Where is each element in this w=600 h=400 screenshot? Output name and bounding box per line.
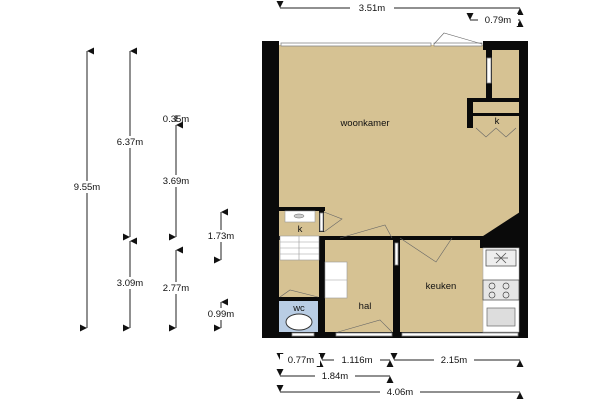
windows [280, 42, 519, 337]
extractor-fan-icon [485, 249, 517, 267]
dim-top-right: 0.79m [485, 15, 511, 26]
dim-bottom-2: 1.116m [342, 355, 373, 366]
walls [262, 41, 528, 338]
dim-stair: 1.73m [208, 231, 234, 242]
room-label-living: woonkamer [339, 118, 389, 129]
stove-icon [482, 279, 520, 301]
dimension-labels: 3.51m 0.79m 0.77m 1.116m 2.15m 1.84m 4.0… [66, 2, 518, 398]
living-room-floor [278, 45, 520, 238]
room-label-closet-lower: k [298, 224, 303, 235]
dim-left-upper: 6.37m [117, 137, 143, 148]
dim-inner-upper: 3.69m [163, 176, 189, 187]
room-label-kitchen: keuken [426, 281, 457, 292]
room-label-hall: hal [359, 301, 372, 312]
kitchen-sink-icon [486, 307, 516, 327]
dim-top-width: 3.51m [359, 3, 385, 14]
door-swings [279, 32, 517, 333]
dim-bottom-total: 4.06m [387, 387, 413, 398]
stairs-icon [279, 235, 320, 261]
dim-left-total: 9.55m [74, 182, 100, 193]
dim-inner-small: 0.35m [163, 114, 189, 125]
dim-wc: 0.99m [208, 309, 234, 320]
fixtures [279, 210, 520, 333]
dim-bottom-mid: 1.84m [322, 371, 348, 382]
dim-left-lower: 3.09m [117, 278, 143, 289]
dim-bottom-1: 0.77m [288, 355, 314, 366]
dim-inner-lower: 2.77m [163, 283, 189, 294]
room-label-wc: wc [292, 303, 305, 314]
room-label-closet-upper: k [495, 116, 500, 127]
dim-bottom-3: 2.15m [441, 355, 467, 366]
toilet-icon [285, 313, 313, 331]
